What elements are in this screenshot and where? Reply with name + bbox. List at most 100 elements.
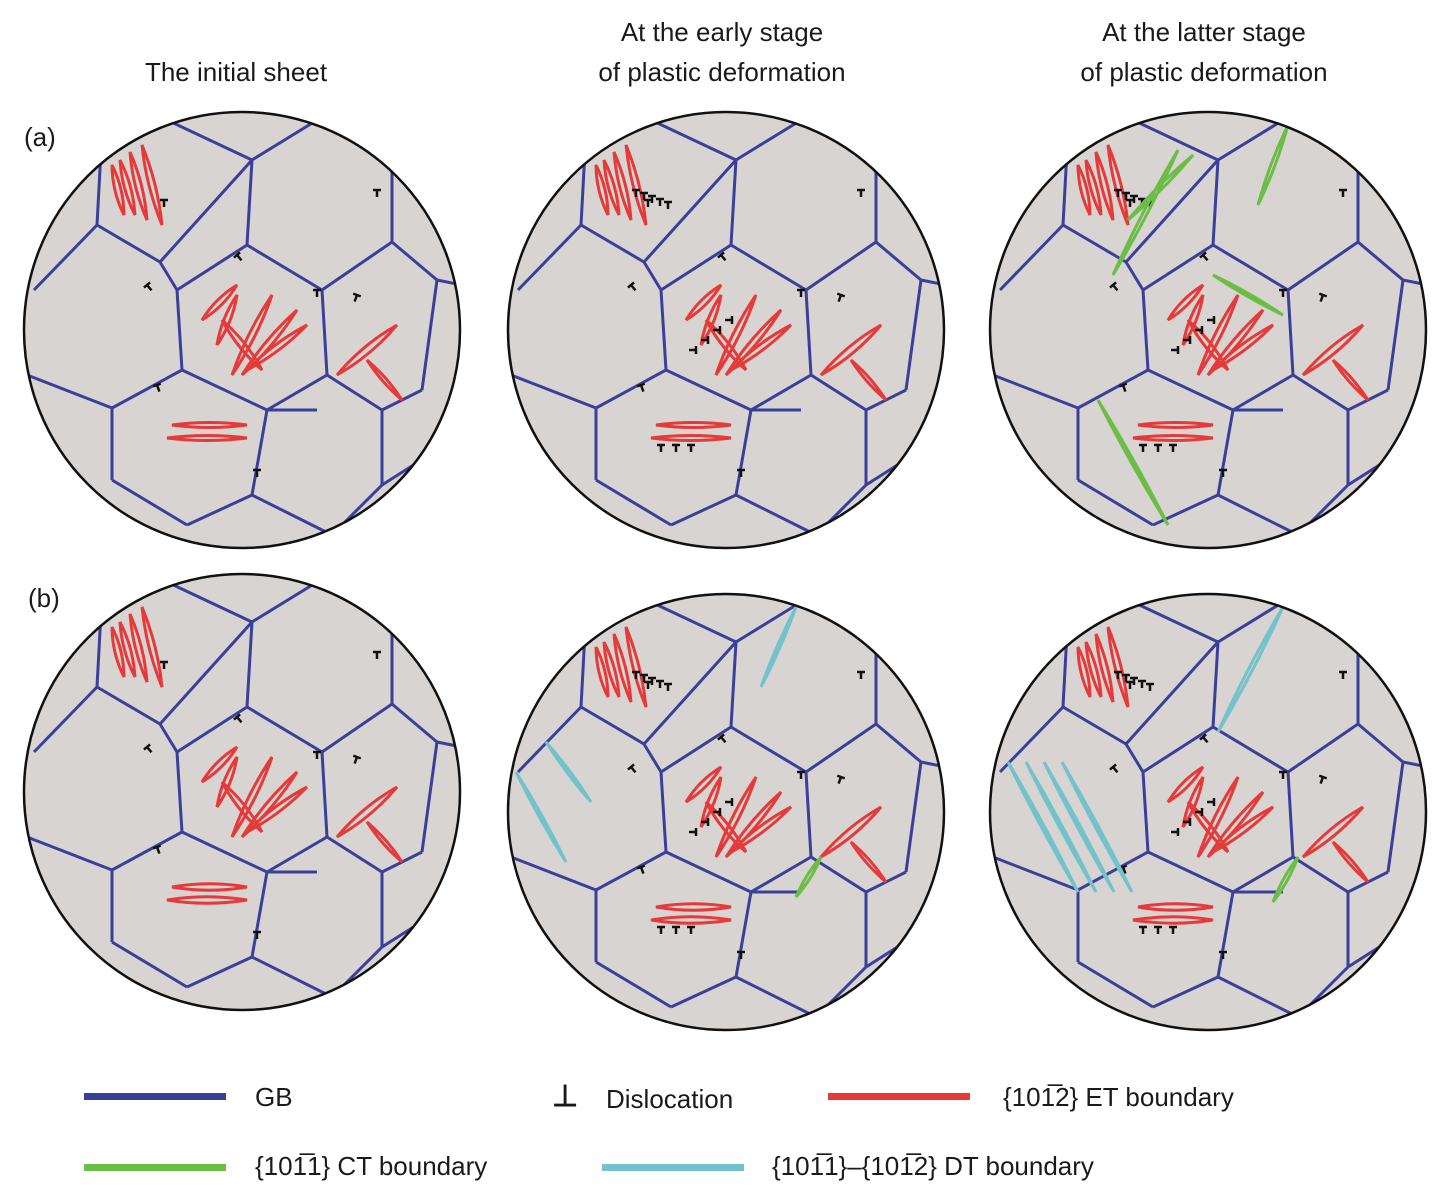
- dislocation-icon: [656, 679, 664, 688]
- dislocation-icon: [1126, 680, 1134, 689]
- et-boundary: [245, 323, 309, 372]
- column-title-line: At the early stage: [620, 17, 824, 47]
- dislocation-icon: [373, 188, 381, 197]
- dislocation-icon: [1199, 733, 1209, 744]
- dislocation-icon: [1122, 673, 1130, 682]
- et-boundary: [1084, 159, 1103, 216]
- grain-boundary: [111, 368, 183, 410]
- dislocation-icon: [1109, 763, 1119, 774]
- grain-boundary: [96, 223, 161, 264]
- dislocation-icon: [725, 798, 734, 806]
- grain-boundary: [245, 159, 254, 246]
- grain-boundary: [326, 835, 383, 874]
- grain-boundary: [1292, 373, 1349, 412]
- dislocation-icon: [1171, 828, 1180, 836]
- grain-boundary: [650, 118, 737, 162]
- grain-boundary: [729, 159, 738, 246]
- grain-boundary: [1232, 855, 1294, 894]
- grain-boundary: [266, 373, 328, 412]
- et-boundary: [699, 776, 723, 828]
- dislocation-icon: [797, 288, 805, 297]
- dislocation-icon: [701, 336, 710, 344]
- grain-boundary: [875, 240, 922, 282]
- et-boundary: [171, 882, 248, 892]
- et-boundary: [650, 915, 732, 925]
- legend-dislocation-icon: ⊥: [552, 1080, 579, 1113]
- grain-boundary: [810, 373, 867, 412]
- dt-boundary: [1042, 761, 1116, 893]
- grain-boundary: [1216, 891, 1235, 978]
- dislocation-stem: [837, 294, 843, 303]
- dt-boundary: [544, 741, 593, 803]
- sample-outline: [22, 572, 462, 1012]
- dislocation-icon: [687, 443, 695, 452]
- ct-boundary: [1212, 273, 1284, 317]
- dislocation-icon: [1139, 443, 1147, 452]
- legend-gb-line: [84, 1093, 226, 1100]
- et-boundary: [1094, 151, 1115, 221]
- dislocation-stem: [1319, 776, 1325, 785]
- sample-disc: [508, 112, 944, 548]
- sample-disc: [990, 594, 1426, 1030]
- grain-boundary: [111, 830, 183, 872]
- grain-boundary: [111, 940, 188, 989]
- grain-boundary: [1211, 641, 1220, 728]
- grain-boundary: [186, 493, 253, 527]
- grain-boundary: [420, 741, 439, 853]
- dislocation-icon: [657, 925, 665, 934]
- et-boundary: [1301, 805, 1365, 859]
- dislocation-stem: [1121, 866, 1127, 875]
- et-boundary: [849, 840, 888, 884]
- et-boundary: [200, 283, 239, 322]
- et-boundary: [612, 633, 633, 703]
- dislocation-icon: [656, 197, 664, 206]
- sample-outline: [506, 110, 946, 550]
- grain-boundary: [176, 705, 248, 754]
- et-boundary: [128, 151, 149, 221]
- et-boundary: [612, 151, 633, 221]
- grain-boundary: [26, 373, 113, 410]
- dislocation-icon: [1154, 443, 1162, 452]
- grain-boundary: [1124, 261, 1145, 291]
- dislocation-icon: [737, 468, 745, 477]
- dislocation-icon: [1219, 468, 1227, 477]
- grain-boundary: [580, 223, 645, 264]
- dislocation-stem: [353, 756, 359, 765]
- et-boundary: [166, 895, 248, 905]
- dislocation-icon: [1318, 774, 1328, 785]
- grain-boundary: [650, 600, 737, 644]
- dislocation-icon: [1114, 670, 1122, 679]
- grain-boundary: [1287, 722, 1359, 774]
- et-boundary: [819, 323, 883, 377]
- grain-boundary: [1141, 289, 1150, 371]
- et-boundary: [729, 805, 793, 854]
- et-boundary: [365, 358, 404, 402]
- grain-boundary: [660, 725, 732, 774]
- dislocation-stem: [1112, 284, 1119, 292]
- grain-boundary: [642, 743, 663, 773]
- et-boundary: [171, 421, 248, 429]
- legend-ct-label: {101̅1} CT boundary: [255, 1151, 488, 1181]
- dislocation-stem: [1112, 766, 1119, 774]
- sample-disc: [24, 574, 460, 1010]
- grain-boundary: [245, 621, 254, 708]
- column-title-line: of plastic deformation: [598, 57, 846, 87]
- dislocation-icon: [1130, 676, 1138, 685]
- grain-boundary: [1124, 640, 1220, 746]
- dislocation-icon: [1219, 950, 1227, 959]
- grain-boundary: [1216, 409, 1235, 496]
- grain-boundary: [166, 580, 253, 624]
- grain-boundary: [875, 722, 922, 764]
- dislocation-icon: [701, 818, 710, 826]
- grain-boundary: [595, 368, 667, 410]
- dislocation-icon: [664, 200, 672, 209]
- et-boundary: [220, 780, 264, 834]
- dislocation-icon: [152, 844, 162, 855]
- grain-boundary: [998, 705, 1065, 774]
- et-boundary: [110, 164, 126, 216]
- grain-boundary: [659, 771, 668, 853]
- grain-panel: [22, 110, 462, 550]
- et-boundary: [1084, 641, 1103, 698]
- grain-boundary: [1212, 725, 1289, 774]
- dislocation-icon: [1109, 281, 1119, 292]
